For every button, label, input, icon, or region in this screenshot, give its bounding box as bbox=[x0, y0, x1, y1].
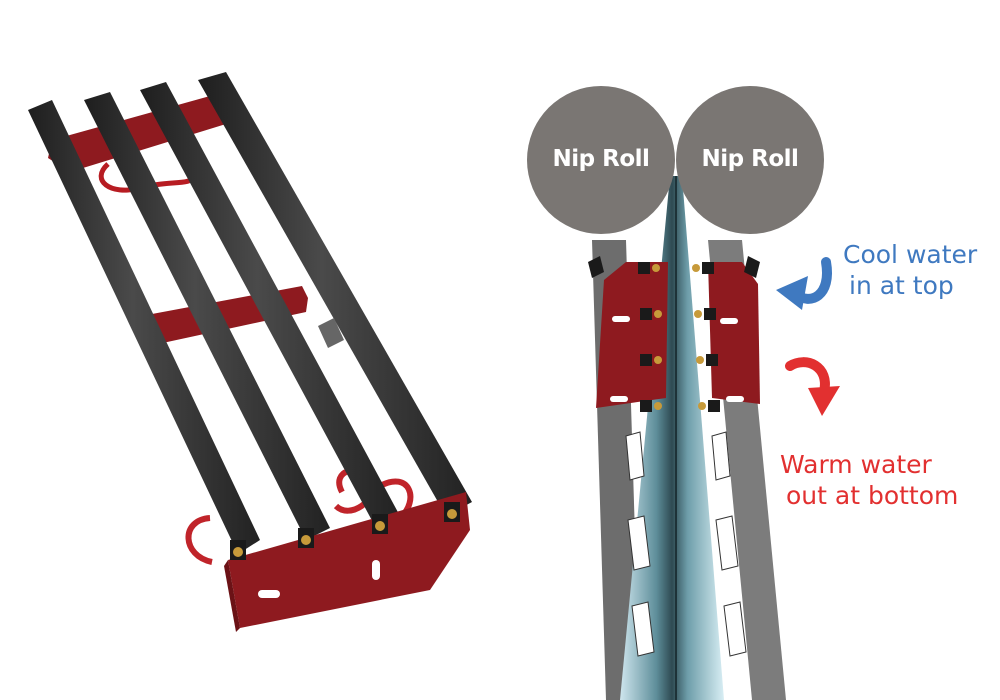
right-red-plate bbox=[708, 262, 760, 404]
film-channel bbox=[620, 176, 724, 700]
cool-arrow-icon bbox=[776, 257, 832, 310]
nip-roll-right-label: Nip Roll bbox=[701, 146, 799, 172]
left-red-plate bbox=[596, 262, 668, 408]
hose-bottom-left bbox=[185, 515, 213, 565]
nip-roll-left-label: Nip Roll bbox=[552, 146, 650, 172]
rack-tube-2 bbox=[84, 92, 330, 540]
rack-tube-3 bbox=[140, 82, 400, 528]
cool-water-label-line1: Cool water bbox=[843, 240, 978, 269]
spray-shapes bbox=[625, 431, 747, 657]
rack-bottom-plate-edge bbox=[224, 560, 240, 632]
rack-brass-fittings bbox=[233, 509, 457, 557]
warm-water-label-line1: Warm water bbox=[780, 450, 932, 479]
nip-section bbox=[527, 86, 824, 700]
plate-slot-2 bbox=[372, 560, 380, 580]
left-plate-slot-2 bbox=[610, 396, 628, 402]
nip-roll-left bbox=[527, 86, 675, 234]
nozzles bbox=[638, 262, 720, 412]
left-plate-slot-1 bbox=[612, 316, 630, 322]
rack-bottom-plate bbox=[228, 492, 470, 628]
rack-isometric bbox=[28, 72, 472, 632]
warm-arrow-icon bbox=[785, 357, 840, 416]
right-plate-slot-2 bbox=[726, 396, 744, 402]
plate-slot-1 bbox=[258, 590, 280, 598]
right-plate-slot-1 bbox=[720, 318, 738, 324]
rack-side-bracket bbox=[318, 318, 344, 348]
rack-tube-1 bbox=[28, 100, 260, 554]
warm-water-label-line2: out at bottom bbox=[786, 481, 959, 510]
nip-roll-right bbox=[676, 86, 824, 234]
cool-water-label-line2: in at top bbox=[849, 271, 954, 300]
rack-tube-4 bbox=[198, 72, 472, 516]
knobs bbox=[588, 256, 760, 278]
